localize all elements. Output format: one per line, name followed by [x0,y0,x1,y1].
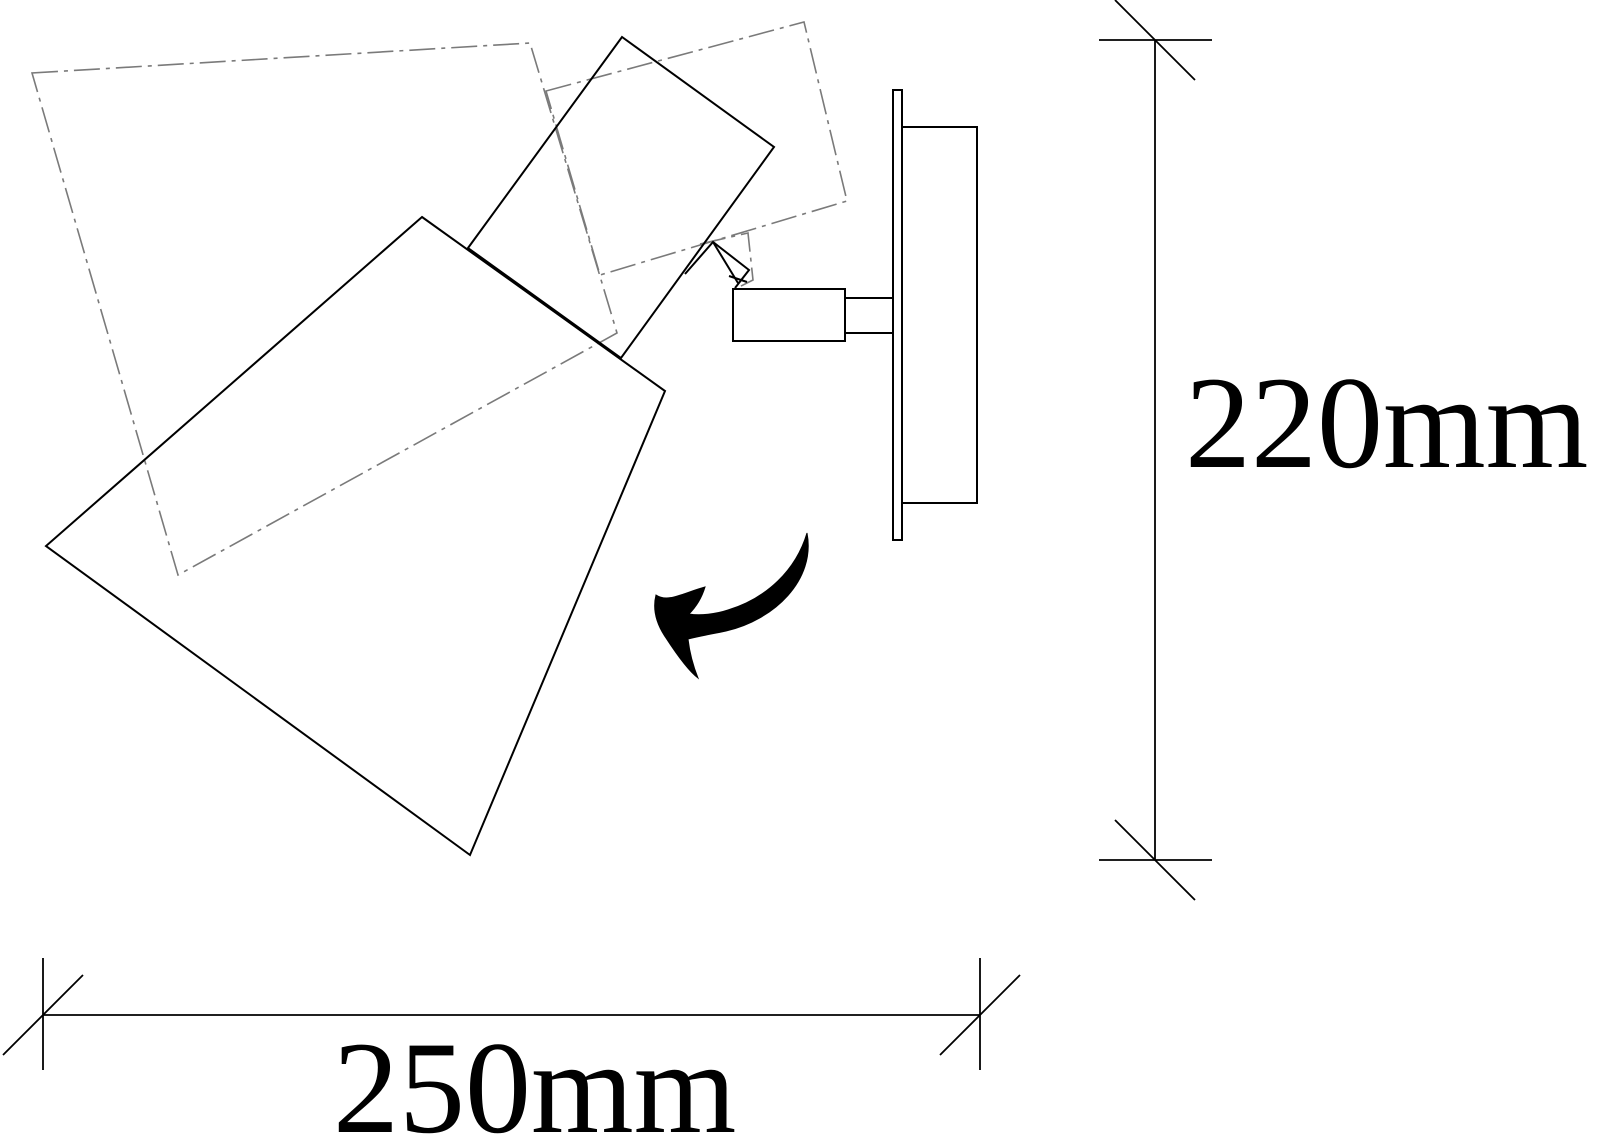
wall-plate [892,89,903,541]
ghost-joint [699,232,754,290]
wall-canopy [901,126,978,504]
swivel-joint [684,240,751,289]
rotation-arrow-icon [654,532,809,680]
width-tick-right [939,974,1021,1056]
height-label: 220mm [1185,349,1588,496]
lamp-arm-sleeve [732,288,846,342]
height-tick-top [1114,0,1196,81]
ghost-shade-small [545,21,848,276]
lamp-arm-stem [844,297,894,334]
alternate-position-ghost [30,21,848,577]
width-tick-left [2,974,84,1056]
width-label: 250mm [333,1014,736,1137]
width-dimension: 250mm [2,958,1021,1137]
lamp-shade-front [44,215,667,857]
ghost-shade-large [30,42,618,577]
height-tick-bottom [1114,819,1196,901]
height-dimension: 220mm [1099,0,1588,901]
lamp-shade-rear [466,35,776,360]
